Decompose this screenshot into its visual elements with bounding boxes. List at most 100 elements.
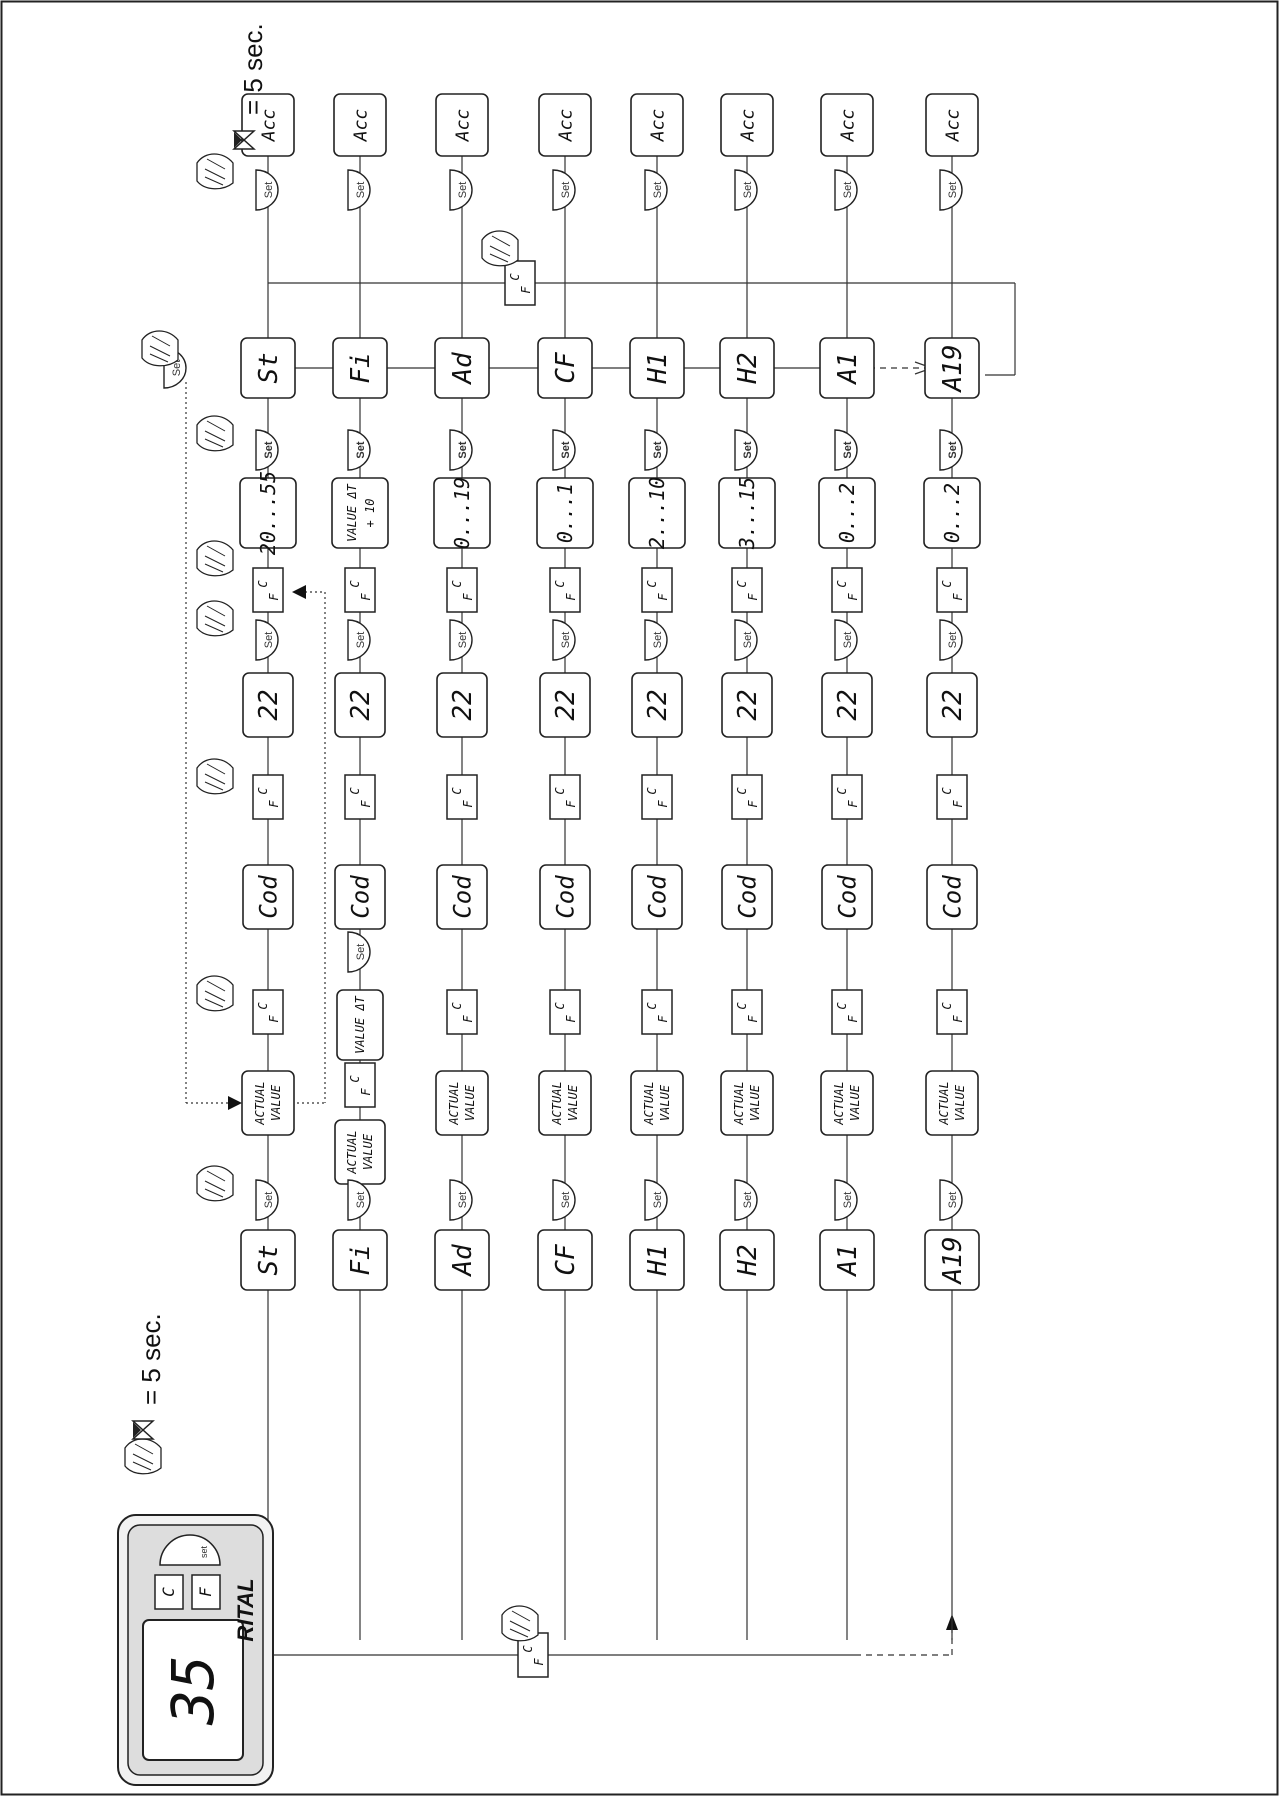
f-label: F xyxy=(951,800,965,808)
cf-button-frame xyxy=(832,775,862,819)
row-cf: AccSetCFSet0...1CFSet22CFCodCFACTUALVALU… xyxy=(537,94,593,1640)
value-dt-text: VALUE ΔT xyxy=(353,995,367,1054)
hand-icon xyxy=(142,331,178,366)
actual-text-2: VALUE xyxy=(269,1084,283,1121)
cf-button[interactable]: CF xyxy=(832,990,862,1034)
param-bottom-text: A19 xyxy=(938,1237,968,1286)
set-label: Set xyxy=(457,632,469,649)
set-label: Set xyxy=(263,1192,275,1209)
cf-button[interactable]: CF xyxy=(550,775,580,819)
set-label: Set xyxy=(947,1192,959,1209)
thermostat-device: 35 C F set RITAL xyxy=(118,1515,273,1785)
param-top-text: A19 xyxy=(938,345,968,394)
range-text: VALUE ΔT xyxy=(345,483,359,542)
param-top-text: St xyxy=(254,352,284,383)
cf-button[interactable]: CF xyxy=(732,775,762,819)
hand-shape xyxy=(142,331,178,366)
param-bottom-text: St xyxy=(254,1244,284,1275)
actual-text-1: ACTUAL xyxy=(937,1081,951,1125)
set-label: Set xyxy=(947,182,959,199)
hand-shape xyxy=(197,154,233,189)
param-bottom-text: H2 xyxy=(733,1244,763,1276)
actual-text-1: ACTUAL xyxy=(345,1130,359,1174)
cf-button[interactable]: CF xyxy=(345,1063,375,1107)
code-text: 22 xyxy=(448,689,478,720)
arrow-head xyxy=(292,585,306,599)
cf-button-frame xyxy=(550,568,580,612)
param-top-text: H1 xyxy=(643,352,673,384)
param-bottom-text: H1 xyxy=(643,1244,673,1276)
cf-button[interactable]: CF xyxy=(832,568,862,612)
cf-button[interactable]: CF xyxy=(550,568,580,612)
cf-button[interactable]: CF xyxy=(642,568,672,612)
actual-text-1: ACTUAL xyxy=(832,1081,846,1125)
cod-text: Cod xyxy=(643,875,671,919)
hand-shape xyxy=(197,1166,233,1201)
cf-button[interactable]: CF xyxy=(447,990,477,1034)
c-label: C xyxy=(256,580,270,588)
cf-button-frame xyxy=(642,990,672,1034)
c-label: C xyxy=(645,580,659,588)
row-ad: AccSetAdSet0...19CFSet22CFCodCFACTUALVAL… xyxy=(434,94,490,1640)
cf-button-frame xyxy=(345,775,375,819)
hand-shape xyxy=(197,541,233,576)
set-label: Set xyxy=(652,441,664,458)
f-label: F xyxy=(267,1015,281,1023)
cf-button[interactable]: CF xyxy=(345,568,375,612)
cod-text: Cod xyxy=(254,875,282,919)
row-a1: AccSetA1Set0...2CFSet22CFCodCFACTUALVALU… xyxy=(819,94,875,1640)
device-display-value: 35 xyxy=(159,1655,227,1726)
hand-icon xyxy=(502,1606,538,1641)
cf-button[interactable]: CF xyxy=(253,568,283,612)
actual-display xyxy=(539,1071,591,1135)
cf-button[interactable]: CF xyxy=(937,775,967,819)
actual-text-2: VALUE xyxy=(748,1084,762,1121)
acc-text: Acc xyxy=(942,109,963,143)
cf-button[interactable]: CF xyxy=(447,568,477,612)
cf-button[interactable]: CF xyxy=(832,775,862,819)
actual-display xyxy=(631,1071,683,1135)
cf-button[interactable]: CF xyxy=(253,990,283,1034)
f-label: F xyxy=(461,800,475,808)
cf-button[interactable]: CF xyxy=(732,568,762,612)
parameter-rows: AccSetStSet20...55CFSet22CFCodCFACTUALVA… xyxy=(240,94,980,1640)
range-display xyxy=(332,478,388,548)
actual-text-1: ACTUAL xyxy=(447,1081,461,1125)
c-label: C xyxy=(256,787,270,795)
actual-display xyxy=(242,1071,294,1135)
cf-button[interactable]: CF xyxy=(253,775,283,819)
code-text: 22 xyxy=(643,689,673,720)
actual-display xyxy=(721,1071,773,1135)
cod-text: Cod xyxy=(833,875,861,919)
set-label: Set xyxy=(742,182,754,199)
cf-button[interactable]: CF xyxy=(642,990,672,1034)
cf-button[interactable]: CF xyxy=(447,775,477,819)
actual-text-2: VALUE xyxy=(566,1084,580,1121)
set-label: Set xyxy=(652,182,664,199)
cf-button[interactable]: CF xyxy=(732,990,762,1034)
f-label: F xyxy=(846,1015,860,1023)
cf-button[interactable]: CF xyxy=(937,990,967,1034)
set-label: Set xyxy=(355,632,367,649)
f-label: F xyxy=(267,593,281,601)
code-text: 22 xyxy=(733,689,763,720)
cod-text: Cod xyxy=(448,875,476,919)
c-label: C xyxy=(521,1645,535,1653)
f-label: F xyxy=(656,1015,670,1023)
f-label: F xyxy=(564,800,578,808)
cf-button[interactable]: CF xyxy=(642,775,672,819)
set-label: Set xyxy=(652,1192,664,1209)
cf-top-button[interactable]: CF xyxy=(505,261,535,305)
set-label: Set xyxy=(842,182,854,199)
cf-button[interactable]: CF xyxy=(937,568,967,612)
set-label: Set xyxy=(355,944,367,961)
cf-button[interactable]: CF xyxy=(550,990,580,1034)
param-top-text: Fi xyxy=(346,352,376,383)
set-label: Set xyxy=(842,1192,854,1209)
f-label: F xyxy=(461,1015,475,1023)
f-label: F xyxy=(359,1088,373,1096)
cf-button[interactable]: CF xyxy=(345,775,375,819)
actual-text-2: VALUE xyxy=(463,1084,477,1121)
f-label: F xyxy=(564,1015,578,1023)
